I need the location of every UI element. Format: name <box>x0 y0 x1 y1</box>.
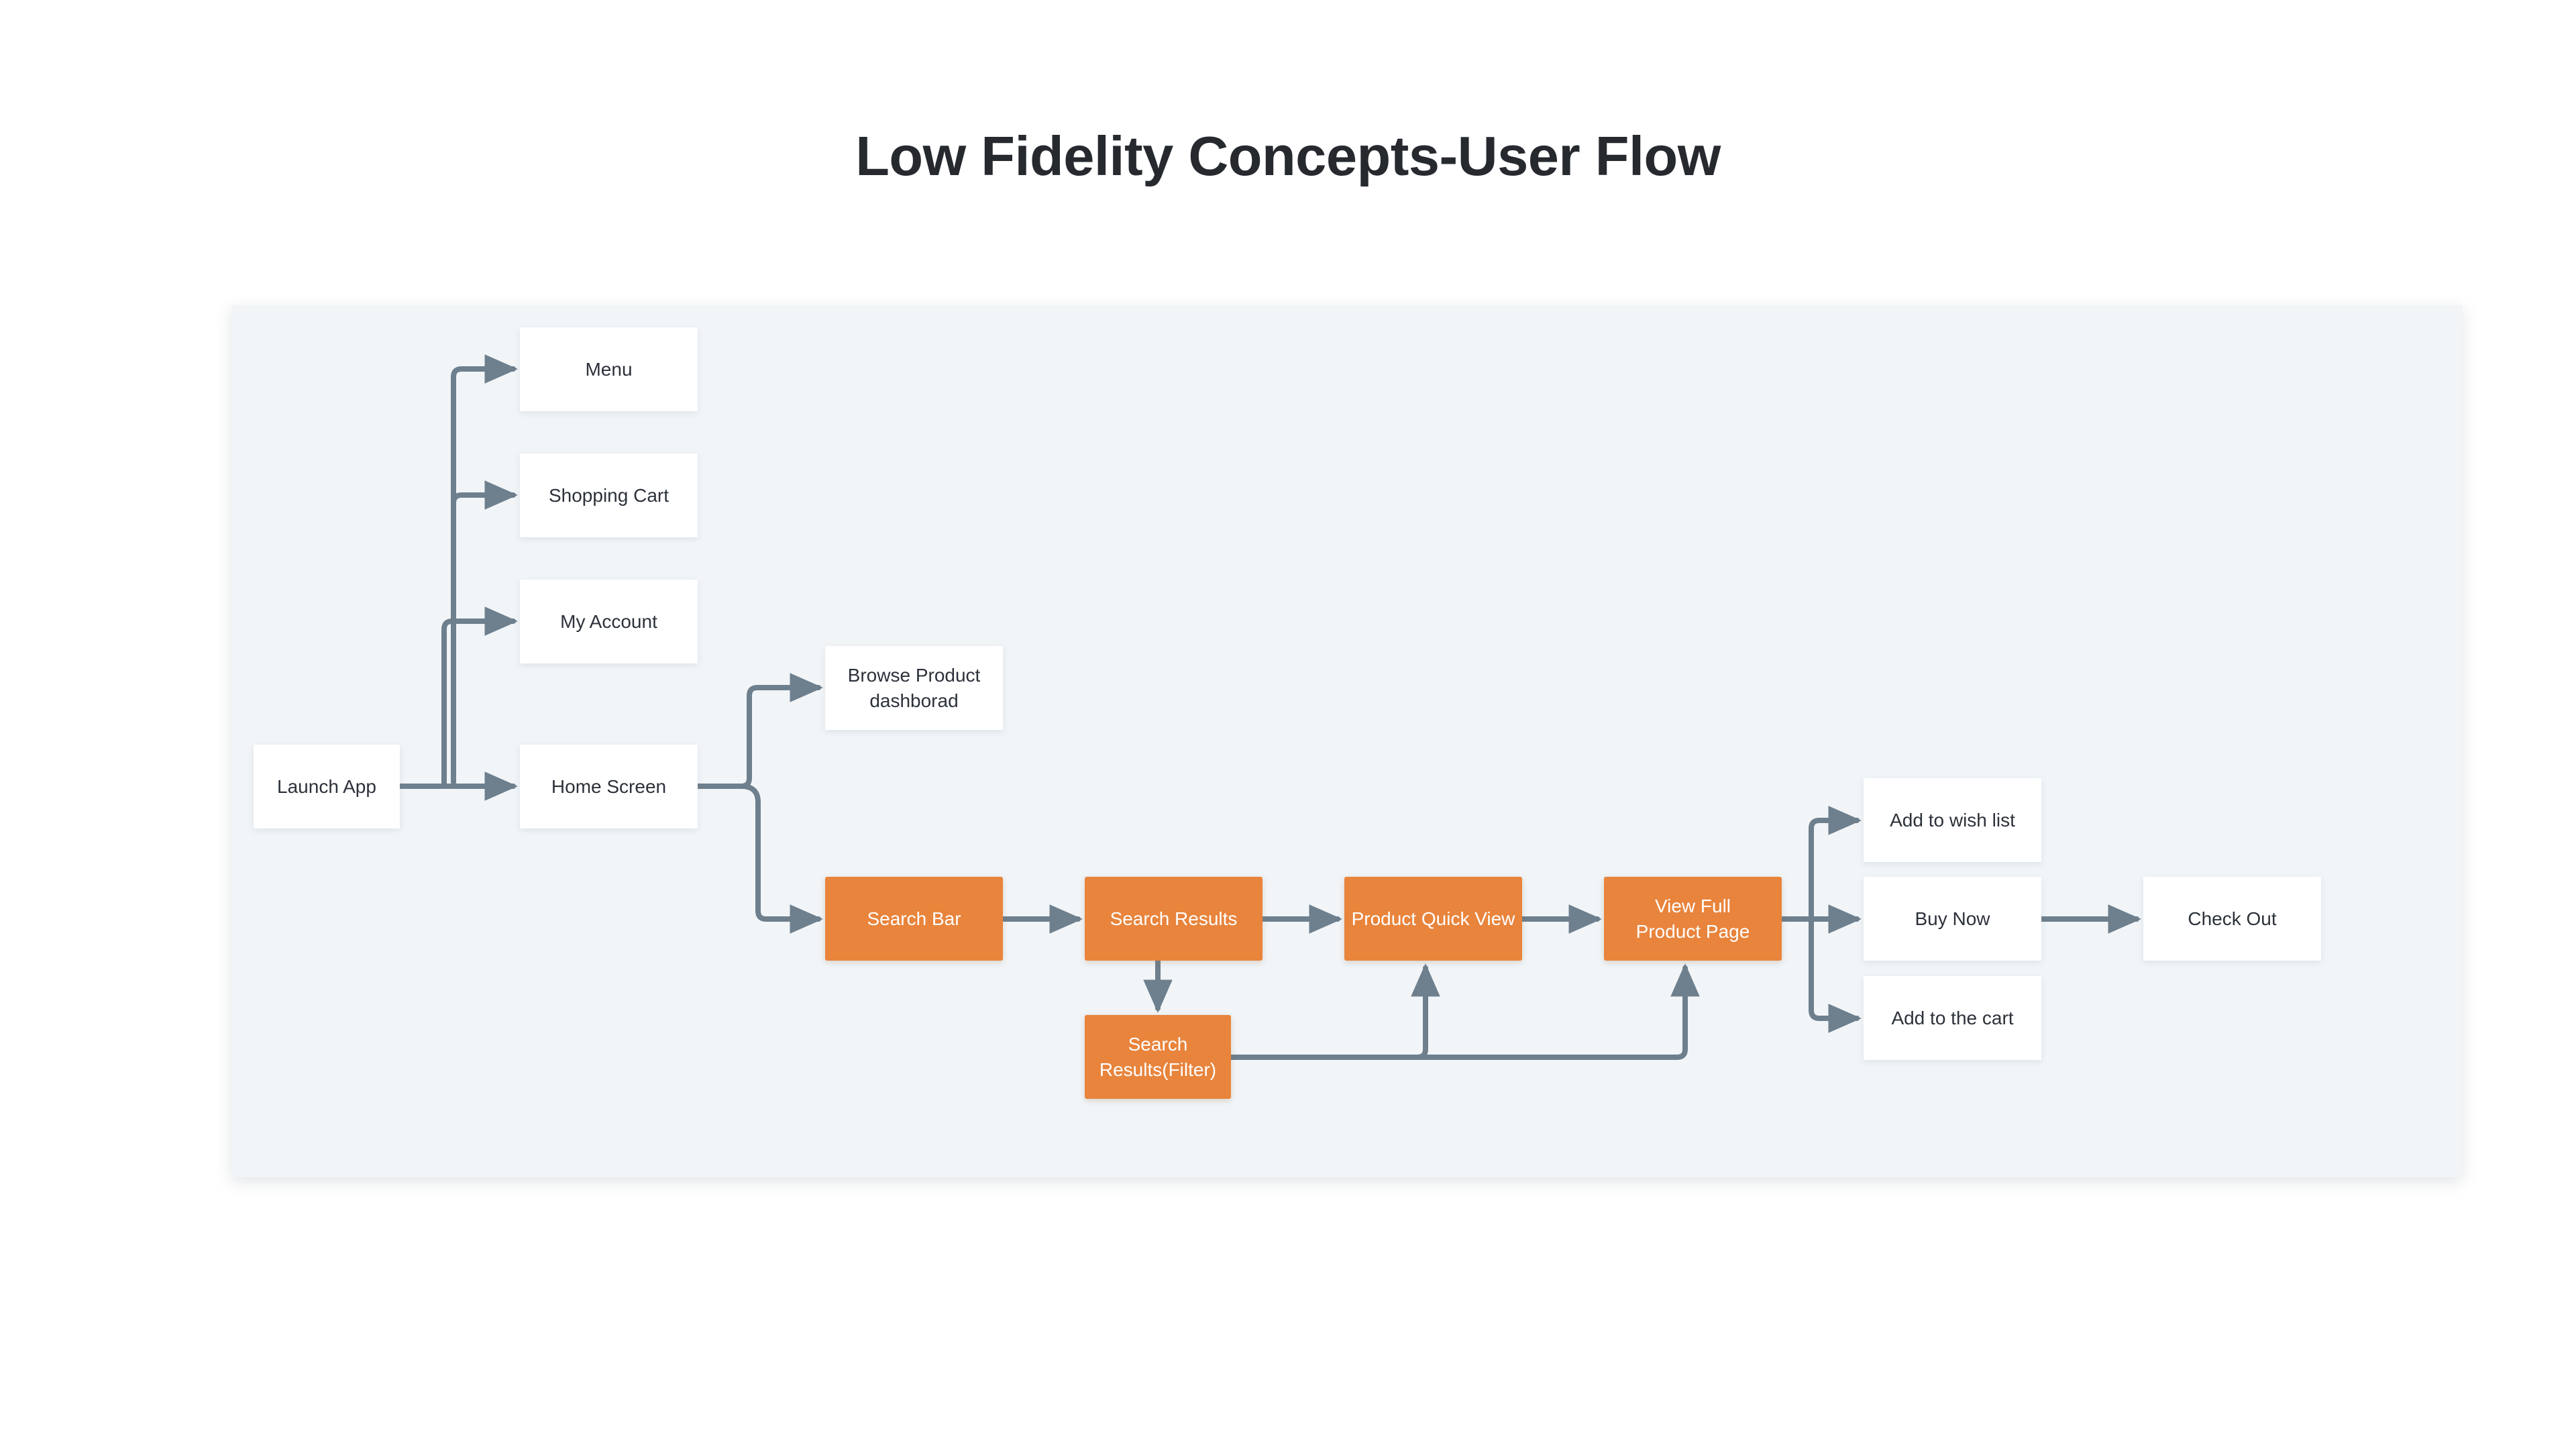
node-my-account[interactable]: My Account <box>520 580 698 663</box>
node-check-out[interactable]: Check Out <box>2143 877 2321 961</box>
node-launch-app[interactable]: Launch App <box>254 745 400 828</box>
node-label: My Account <box>560 610 657 632</box>
node-label: Menu <box>585 358 633 380</box>
node-search-bar[interactable]: Search Bar <box>825 877 1003 961</box>
node-label: Product Quick View <box>1351 908 1515 929</box>
node-label: Add to wish list <box>1890 809 2015 830</box>
node-shopping-cart[interactable]: Shopping Cart <box>520 453 698 537</box>
node-add-to-wish-list[interactable]: Add to wish list <box>1864 778 2041 862</box>
edge-home-screen-to-search-bar <box>739 784 823 934</box>
page-title: Low Fidelity Concepts-User Flow <box>855 125 1721 187</box>
node-label: Search Results(Filter) <box>1099 1033 1217 1080</box>
flowchart-canvas: Launch App Menu Shopping Cart My Account… <box>231 305 2462 1177</box>
node-label: Home Screen <box>551 775 667 797</box>
node-label: Browse Product dashborad <box>847 664 981 711</box>
node-search-results-filter[interactable]: Search Results(Filter) <box>1085 1015 1231 1099</box>
node-menu[interactable]: Menu <box>520 327 698 411</box>
node-label: Launch App <box>277 775 376 797</box>
connector-layer <box>397 354 2141 1060</box>
edge-launch-app-to-menu <box>451 354 518 781</box>
node-label: Search Results <box>1110 908 1238 929</box>
node-label: Search Bar <box>867 908 961 929</box>
edge-search-results-filter-to-product-quick-view <box>1228 963 1440 1060</box>
node-label: Add to the cart <box>1891 1007 2014 1028</box>
node-buy-now[interactable]: Buy Now <box>1864 877 2041 961</box>
edge-search-results-filter-to-view-full-product <box>1228 963 1700 1060</box>
node-add-to-the-cart[interactable]: Add to the cart <box>1864 976 2041 1060</box>
edge-view-full-product-to-add-to-the-cart <box>1809 916 1862 1033</box>
node-label: Check Out <box>2188 908 2277 929</box>
node-label: View Full Product Page <box>1635 895 1750 942</box>
node-browse-product-dashboard[interactable]: Browse Product dashborad <box>825 646 1003 730</box>
node-label: Shopping Cart <box>548 484 669 506</box>
node-search-results[interactable]: Search Results <box>1085 877 1263 961</box>
node-view-full-product-page[interactable]: View Full Product Page <box>1604 877 1782 961</box>
edge-launch-app-to-my-account <box>441 606 518 789</box>
node-label: Buy Now <box>1915 908 1990 929</box>
edge-launch-app-to-shopping-cart <box>451 480 518 785</box>
edge-view-full-product-to-add-to-wish-list <box>1809 806 1862 922</box>
edge-home-screen-to-browse-product <box>695 673 823 789</box>
node-home-screen[interactable]: Home Screen <box>520 745 698 828</box>
node-product-quick-view[interactable]: Product Quick View <box>1344 877 1522 961</box>
